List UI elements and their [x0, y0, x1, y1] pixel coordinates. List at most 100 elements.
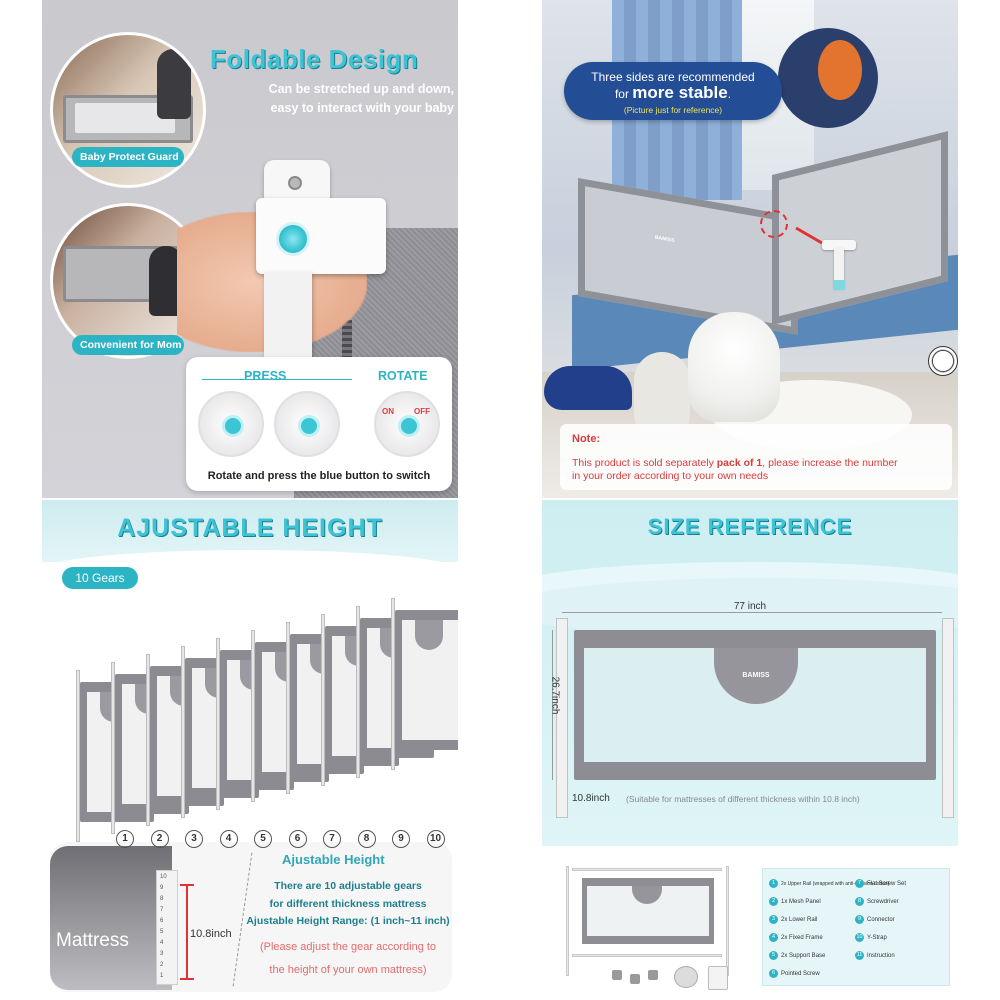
- legend-label: Y-Strap: [867, 935, 887, 942]
- size-reference-panel: SIZE REFERENCE 77 inch BAMISS 26.7inch 1…: [542, 500, 958, 1000]
- knob-icon: [298, 415, 320, 437]
- clearance-note: (Suitable for mattresses of different th…: [626, 794, 860, 804]
- measure-cap-bottom: [180, 978, 194, 980]
- legend-number: 7: [855, 879, 864, 888]
- info-line-3: Ajustable Height Range: (1 inch~11 inch): [246, 915, 450, 927]
- press-step-1-image: [198, 391, 264, 457]
- rail-brand: BAMISS: [742, 672, 770, 679]
- parts-rail-diagram: [582, 878, 714, 944]
- legend-label: 1x Mesh Panel: [781, 899, 821, 906]
- gear-strip: [156, 870, 178, 985]
- background-wave: [542, 578, 958, 638]
- gear-number-7: 7: [323, 830, 341, 848]
- blue-button-icon: [276, 222, 310, 256]
- plush-bear-small: [634, 352, 690, 436]
- rotate-label: ROTATE: [378, 369, 428, 383]
- screw-part: [612, 970, 622, 980]
- adjustable-height-panel: AJUSTABLE HEIGHT 10 Gears Mattress 10.8i…: [42, 500, 458, 1000]
- mattress-image: [50, 846, 172, 990]
- rail-logo-tab: [632, 886, 662, 904]
- info-line-1: There are 10 adjustable gears: [274, 880, 422, 892]
- bed-rail-diagram: BAMISS: [574, 630, 936, 780]
- gear-number-4: 4: [219, 830, 238, 848]
- off-label: OFF: [414, 407, 430, 416]
- divider: [202, 379, 352, 380]
- badge-baby-protect-guard: Baby Protect Guard: [72, 147, 184, 167]
- gear-number-6: 6: [288, 830, 307, 848]
- upper-rail-part: [572, 868, 722, 871]
- width-label: 77 inch: [733, 601, 767, 612]
- size-reference-title: SIZE REFERENCE: [647, 514, 853, 539]
- legend-label: 2x Upper Rail (wrapped with anti-collisi…: [781, 881, 890, 888]
- height-label: 26.7inch: [549, 676, 561, 715]
- foldable-design-panel: Foldable Design Can be stretched up and …: [42, 0, 458, 498]
- note-bold: pack of 1: [716, 457, 763, 469]
- legend-number: 5: [769, 951, 778, 960]
- strip-number-2: 2: [160, 962, 164, 968]
- measure-cap-top: [180, 884, 194, 886]
- clamp-leg: [264, 272, 312, 362]
- legend-number: 11: [855, 951, 864, 960]
- switch-instruction: Rotate and press the blue button to swit…: [207, 470, 431, 482]
- baby-protect-photo: [50, 32, 206, 188]
- fixed-frame-part: [566, 866, 569, 976]
- info-line-2: for different thickness mattress: [269, 898, 427, 910]
- right-post: [942, 618, 954, 818]
- height-dimension-line: [552, 630, 553, 780]
- on-label: ON: [382, 407, 394, 416]
- legend-number: 1: [769, 879, 778, 888]
- instruction-part: [708, 966, 728, 990]
- note-heading: Note:: [572, 433, 601, 445]
- person-illustration: [157, 49, 191, 119]
- plush-bear: [688, 312, 780, 422]
- screw-icon: [288, 176, 302, 190]
- rail-brand: BAMISS: [655, 234, 675, 245]
- highlight-circle: [760, 210, 788, 238]
- screw-part: [648, 970, 658, 980]
- legend-label: Screwdriver: [867, 899, 899, 906]
- wall-decoration-orange: [818, 40, 862, 100]
- legend-label: 2x Lower Rail: [781, 917, 818, 924]
- knob-icon: [398, 415, 420, 437]
- bubble-suffix: .: [727, 87, 732, 101]
- left-post: [556, 618, 568, 818]
- strip-number-8: 8: [160, 896, 164, 902]
- knob-icon: [222, 415, 244, 437]
- connector-knob-icon: [822, 240, 856, 300]
- strip-number-6: 6: [160, 918, 164, 924]
- strip-number-4: 4: [160, 940, 164, 946]
- press-rotate-card: PRESS ROTATE ON OFF Rotate and press the…: [186, 357, 452, 491]
- strip-number-3: 3: [160, 951, 164, 957]
- legend-label: 2x Support Base: [781, 953, 826, 960]
- recommendation-bubble: Three sides are recommended for more sta…: [564, 62, 782, 120]
- gear-number-1: 1: [116, 830, 134, 848]
- fixed-frame-part: [726, 866, 729, 976]
- strip-number-7: 7: [160, 907, 164, 913]
- gear-number-3: 3: [185, 830, 203, 848]
- header-wave: [42, 550, 458, 570]
- width-dimension-line: [562, 612, 942, 613]
- press-label: PRESS: [244, 369, 287, 383]
- y-strap-part: [674, 966, 698, 988]
- three-sides-panel: BAMISS Three sides are recommended for m…: [542, 0, 958, 498]
- bubble-bold: more stable: [632, 83, 728, 102]
- foldable-design-title: Foldable Design: [210, 44, 419, 74]
- bubble-line-3: (Picture just for reference): [623, 105, 723, 115]
- bubble-prefix: for: [614, 87, 633, 101]
- legend-number: 2: [769, 897, 778, 906]
- legend-number: 4: [769, 933, 778, 942]
- gears-badge: 10 Gears: [62, 567, 138, 589]
- legend-label: Connector: [867, 917, 895, 924]
- info-note-2: the height of your own mattress): [269, 964, 427, 976]
- soccer-ball: [928, 346, 958, 376]
- clearance-label: 10.8inch: [572, 793, 610, 804]
- subtitle-line-2: easy to interact with your baby: [270, 101, 454, 115]
- measure-label: 10.8inch: [190, 928, 232, 940]
